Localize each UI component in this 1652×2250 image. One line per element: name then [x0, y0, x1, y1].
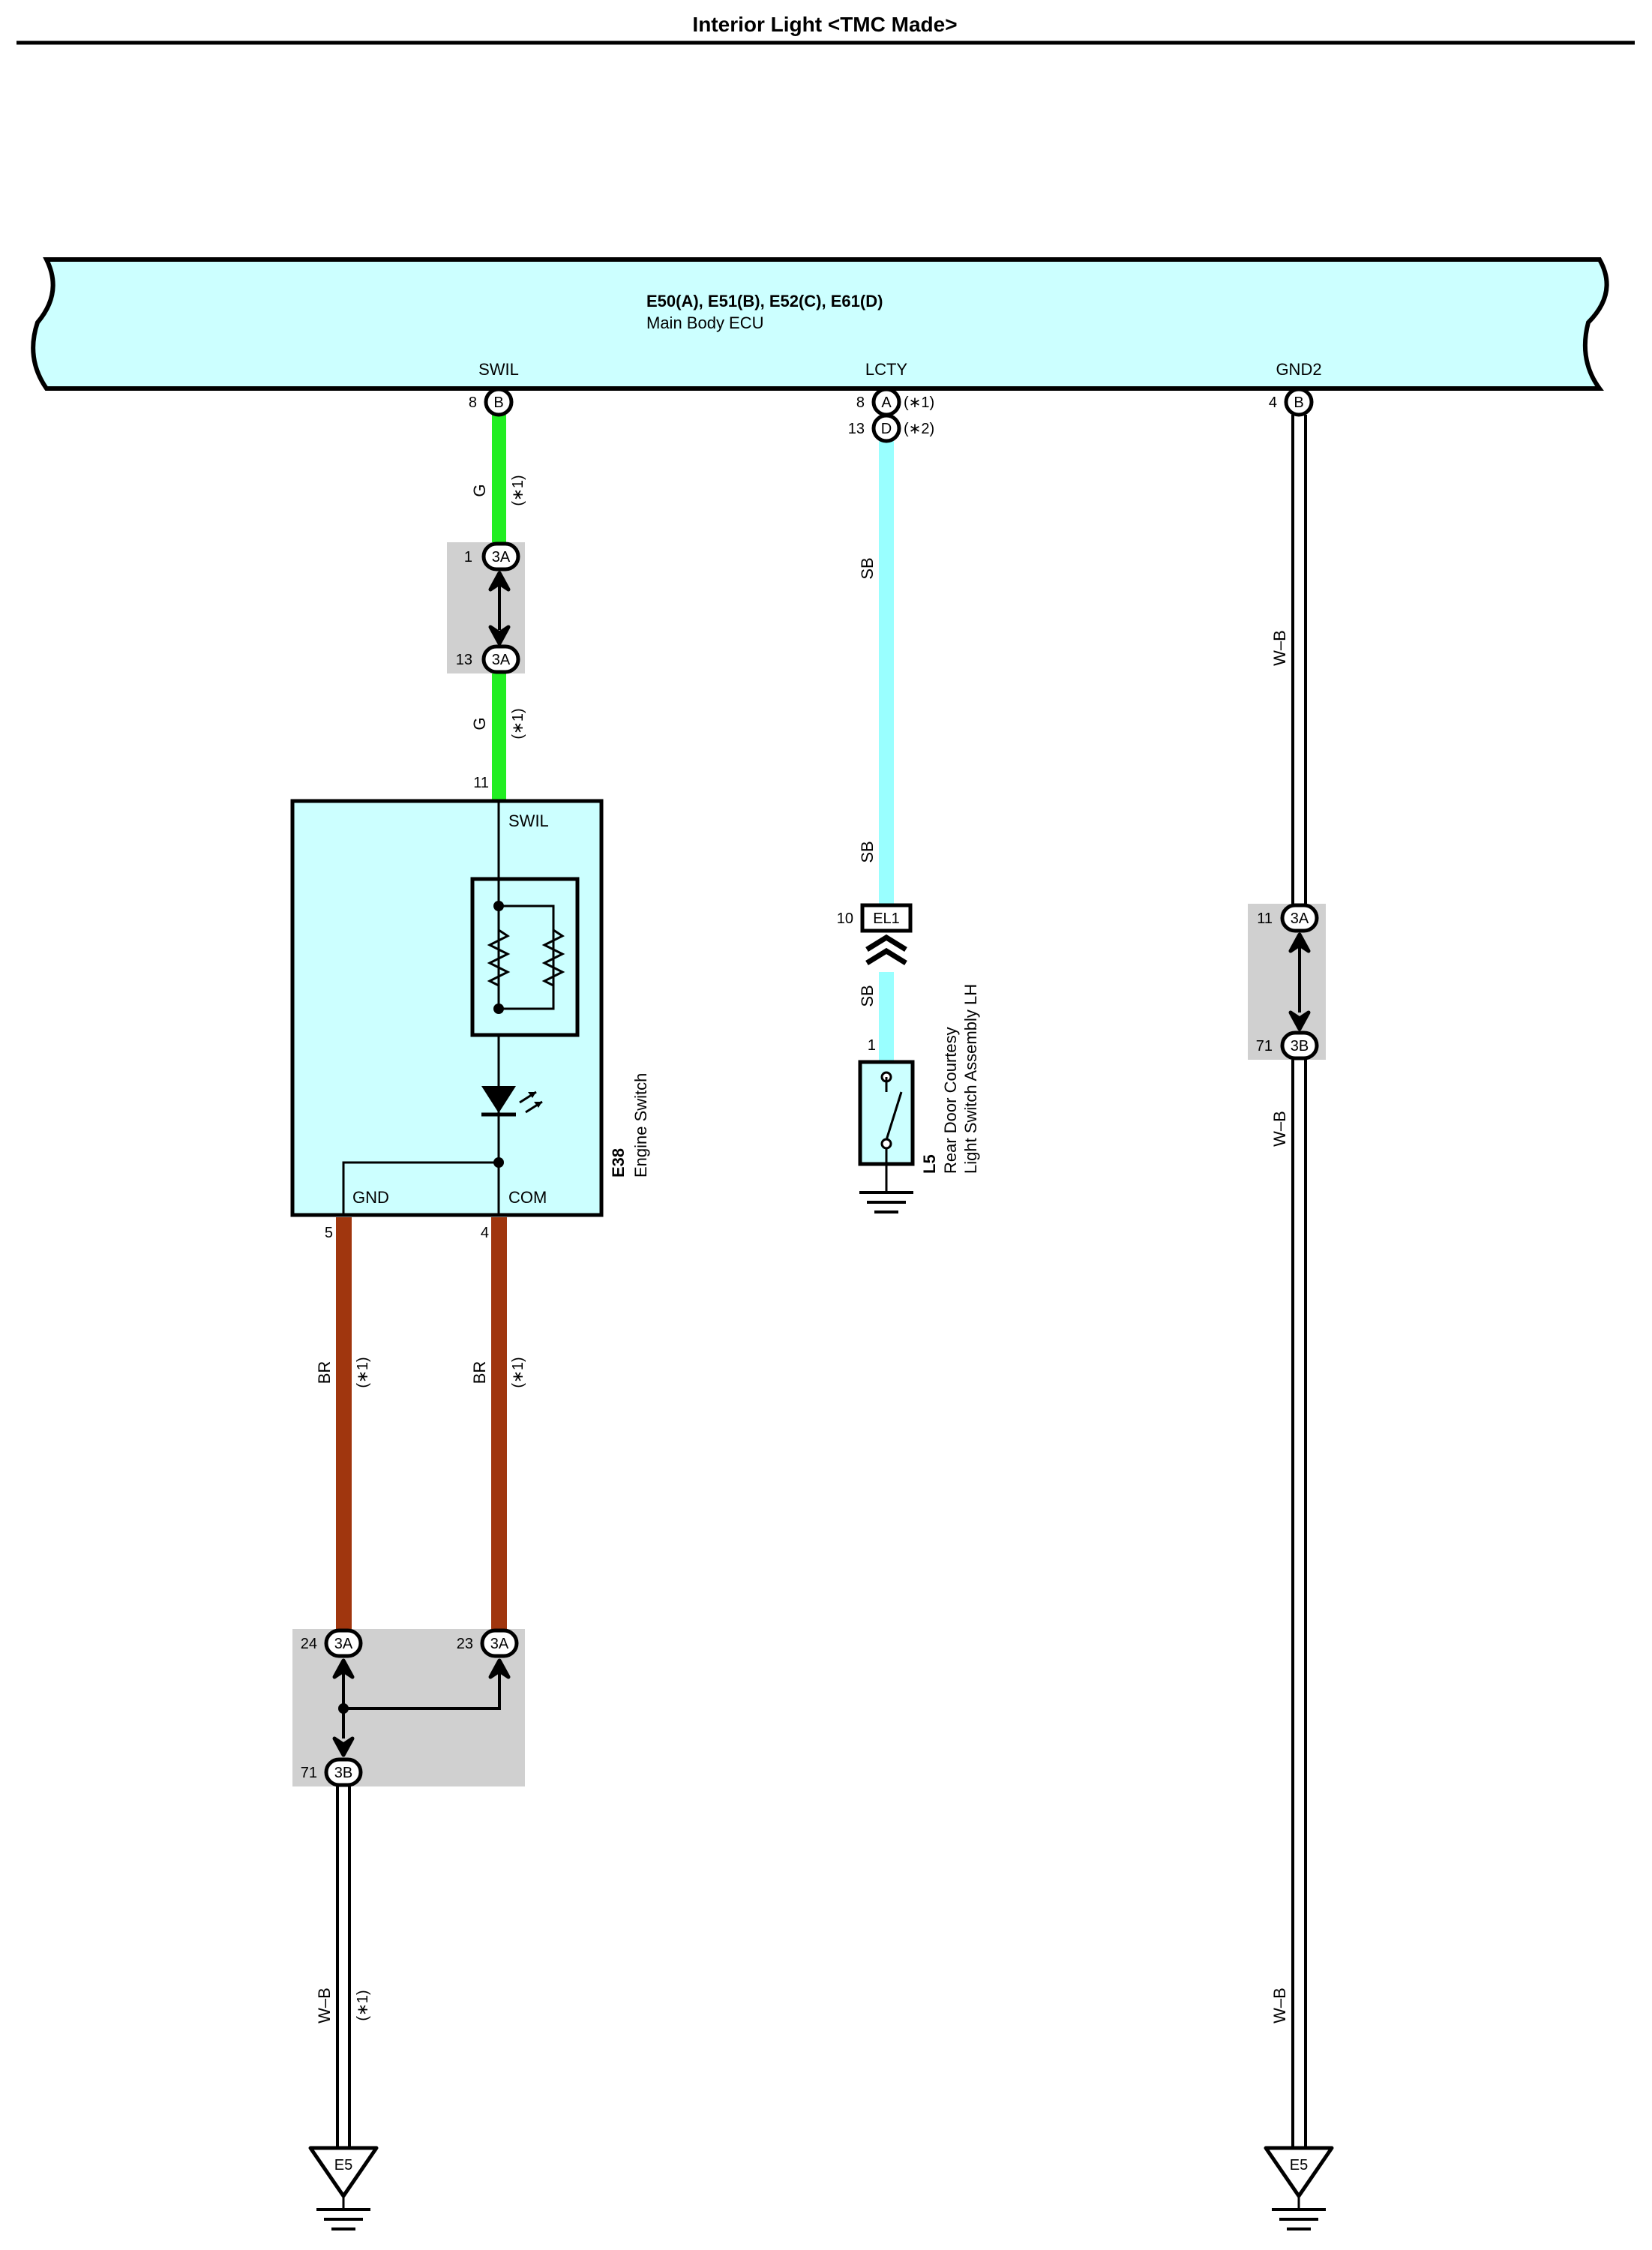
wire-wb-right	[1291, 415, 1307, 2148]
svg-text:A: A	[881, 394, 892, 411]
wire-note-wb-left: (∗1)	[355, 1990, 371, 2020]
wire-note-g-upper: (∗1)	[510, 475, 526, 506]
wire-label-g-lower: G	[470, 717, 489, 730]
wire-brown-com	[491, 1217, 507, 1631]
svg-text:E5: E5	[1290, 2157, 1308, 2174]
svg-text:71: 71	[301, 1765, 317, 1781]
wire-label-g-upper: G	[470, 484, 489, 496]
svg-text:13: 13	[848, 421, 865, 437]
svg-text:B: B	[1294, 394, 1303, 411]
wire-note-br-com: (∗1)	[510, 1357, 526, 1388]
svg-text:3B: 3B	[1291, 1038, 1309, 1054]
svg-text:1: 1	[464, 549, 472, 566]
engine-switch-swil-pin: 11	[473, 775, 489, 791]
wire-label-wb-right-3: W–B	[1270, 1988, 1289, 2024]
ecu-pin-lcty-a: A 8 (∗1)	[856, 387, 934, 417]
svg-text:10: 10	[837, 910, 853, 927]
ecu-connectors-label: E50(A), E51(B), E52(C), E61(D)	[646, 292, 883, 310]
engine-switch-com-pin: 4	[481, 1225, 489, 1241]
svg-text:(∗1): (∗1)	[904, 394, 934, 411]
svg-text:D: D	[881, 421, 892, 437]
main-body-ecu-block	[31, 257, 1609, 391]
svg-text:3A: 3A	[492, 652, 511, 668]
svg-text:EL1: EL1	[873, 910, 900, 927]
wire-label-wb-left: W–B	[315, 1988, 334, 2024]
engine-switch-gnd-label: GND	[352, 1188, 389, 1207]
svg-text:8: 8	[469, 394, 477, 411]
wire-note-br-gnd: (∗1)	[355, 1357, 371, 1388]
engine-switch-code: E38	[609, 1148, 628, 1178]
page-title: Interior Light <TMC Made>	[692, 13, 957, 36]
courtesy-light-switch: 1	[858, 1037, 915, 1214]
wire-sb-upper	[879, 441, 894, 904]
ground-triangle-icon	[1264, 2146, 1334, 2198]
ground-e5-right: E5	[1264, 2146, 1334, 2230]
wire-green-upper	[492, 415, 506, 544]
wire-note-g-lower: (∗1)	[510, 708, 526, 739]
svg-text:B: B	[493, 394, 503, 411]
ecu-pin-gnd2: B 4	[1269, 387, 1314, 417]
svg-text:3B: 3B	[334, 1765, 352, 1781]
resistor-icon-2	[541, 928, 565, 987]
svg-text:3A: 3A	[334, 1636, 353, 1652]
svg-text:E5: E5	[334, 2157, 352, 2174]
engine-switch-gnd-pin: 5	[325, 1225, 333, 1241]
connector-el1: EL1 10	[837, 903, 913, 965]
courtesy-switch-pin: 1	[868, 1037, 876, 1054]
svg-text:3A: 3A	[492, 549, 511, 566]
svg-text:13: 13	[456, 652, 472, 668]
ground-triangle-icon	[308, 2146, 379, 2198]
ecu-pin-swil: B 8	[469, 387, 514, 417]
svg-text:11: 11	[1257, 910, 1273, 927]
svg-text:4: 4	[1269, 394, 1277, 411]
wire-green-lower	[492, 671, 506, 801]
svg-text:3A: 3A	[1291, 910, 1309, 927]
svg-text:71: 71	[1256, 1038, 1273, 1054]
switch-contact-icon	[885, 1091, 903, 1141]
ground-e5-left: E5	[308, 2146, 379, 2230]
ecu-pin-lcty-d: D 13 (∗2)	[848, 413, 934, 443]
wire-label-br-gnd: BR	[315, 1361, 334, 1384]
engine-switch-name: Engine Switch	[631, 1073, 650, 1178]
wire-label-sb-3: SB	[858, 985, 877, 1006]
ecu-terminal-gnd2: GND2	[1276, 360, 1321, 379]
wire-sb-lower	[879, 972, 894, 1062]
svg-text:23: 23	[457, 1636, 473, 1652]
resistor-icon	[487, 928, 511, 987]
junction-connector-3: 3A 24 3A 23 3B 71	[292, 1628, 525, 1787]
junction-connector-1: 3A 1 3A 13	[447, 542, 525, 674]
svg-text:3A: 3A	[490, 1636, 509, 1652]
wire-label-sb-1: SB	[858, 557, 877, 579]
engine-switch-block: SWIL 11 GND 5 COM 4	[290, 775, 604, 1241]
courtesy-switch-name-2: Light Switch Assembly LH	[961, 984, 980, 1174]
wire-label-wb-right-1: W–B	[1270, 630, 1289, 666]
svg-text:(∗2): (∗2)	[904, 421, 934, 437]
engine-switch-com-label: COM	[508, 1188, 547, 1207]
wire-label-br-com: BR	[470, 1361, 489, 1384]
svg-text:8: 8	[856, 394, 865, 411]
courtesy-switch-code: L5	[920, 1154, 939, 1174]
junction-connector-2: 3A 11 3B 71	[1248, 903, 1326, 1060]
wire-wb-left	[336, 1786, 351, 2148]
ecu-terminal-lcty: LCTY	[865, 360, 908, 379]
led-icon	[481, 1086, 516, 1113]
svg-text:24: 24	[301, 1636, 317, 1652]
courtesy-switch-name-1: Rear Door Courtesy	[941, 1027, 960, 1174]
wire-label-sb-2: SB	[858, 841, 877, 862]
engine-switch-swil-label: SWIL	[508, 812, 549, 830]
ecu-name-label: Main Body ECU	[646, 314, 764, 332]
wire-brown-gnd	[336, 1217, 352, 1631]
wire-label-wb-right-2: W–B	[1270, 1111, 1289, 1147]
ecu-terminal-swil: SWIL	[478, 360, 519, 379]
